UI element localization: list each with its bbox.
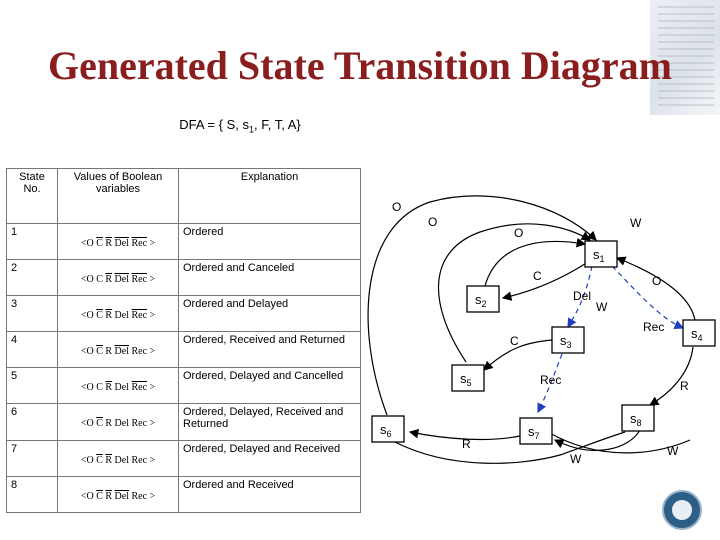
edge-label: O	[428, 215, 437, 229]
edge-s6-s7-w	[395, 432, 625, 463]
edge-label: Rec	[643, 320, 664, 334]
edge-s1-s4-rec	[612, 266, 683, 328]
edge-label: W	[570, 452, 582, 466]
node-s7: s7	[520, 418, 552, 444]
edge-s4-s1-o	[617, 258, 695, 320]
edge-label: W	[667, 444, 679, 458]
edge-label: W	[630, 216, 642, 230]
edge-label: C	[533, 269, 542, 283]
edge-s8-s7-w	[555, 430, 640, 450]
edge-label: R	[462, 437, 471, 451]
edge-label: Rec	[540, 373, 561, 387]
node-s2: s2	[467, 286, 499, 312]
node-s1: s1	[585, 241, 617, 267]
edge-label: O	[392, 200, 401, 214]
edge-label: O	[514, 226, 523, 240]
node-s5: s5	[452, 365, 484, 391]
university-logo	[662, 490, 702, 530]
node-s6: s6	[372, 416, 404, 442]
edge-label: C	[510, 334, 519, 348]
edge-label: Del	[573, 289, 591, 303]
node-s4: s4	[683, 320, 715, 346]
edge-label: W	[596, 300, 608, 314]
edge-label: R	[680, 379, 689, 393]
edge-s4-s8-r	[650, 347, 693, 405]
edge-label: O	[652, 274, 661, 288]
node-s8: s8	[622, 405, 654, 431]
node-s3: s3	[552, 327, 584, 353]
